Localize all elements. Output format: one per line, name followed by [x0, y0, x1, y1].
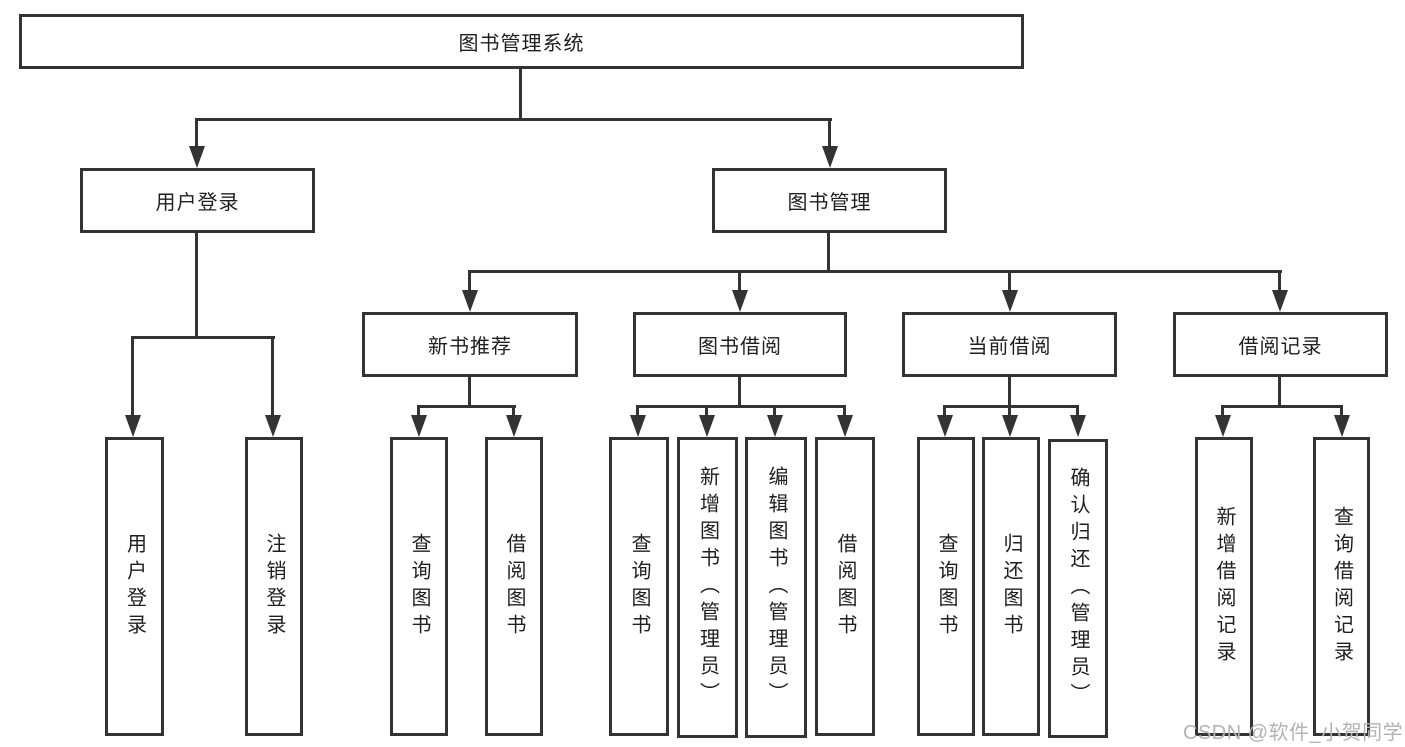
node-root-label: 图书管理系统	[458, 33, 585, 55]
node-new-book-recommend: 新书推荐	[362, 312, 578, 377]
arrow-down-icon	[462, 290, 478, 312]
leaf-query-borrow-record-label: 查询借阅记录	[1330, 505, 1353, 668]
connector-drop-leaf	[1221, 405, 1224, 419]
connector-drop-leaf	[131, 336, 134, 420]
leaf-edit-books-admin: 编辑图书（管理员）	[745, 437, 807, 738]
node-borrow-records-label: 借阅记录	[1238, 336, 1323, 358]
leaf-borrow-books-recommend: 借阅图书	[485, 437, 543, 736]
csdn-watermark: CSDN @软件_小贺同学	[1183, 722, 1404, 744]
connector-section-stem	[1278, 377, 1281, 408]
leaf-return-books: 归还图书	[982, 437, 1040, 736]
leaf-borrow-books-recommend-label: 借阅图书	[503, 532, 525, 641]
connector-section4-hbar	[1221, 405, 1343, 408]
leaf-query-books-recommend-label: 查询图书	[408, 532, 430, 641]
node-borrow-records: 借阅记录	[1173, 312, 1388, 377]
arrow-down-icon	[767, 415, 783, 437]
leaf-borrow-books-label: 借阅图书	[834, 532, 856, 641]
connector-section3-hbar	[943, 405, 1079, 408]
connector-level3-hbar	[468, 270, 1282, 273]
arrow-down-icon	[1215, 415, 1231, 437]
connector-root-stem	[519, 69, 522, 120]
connector-drop-leaf	[417, 405, 420, 419]
connector-level2-hbar	[195, 118, 832, 121]
connector-drop-book-management	[828, 118, 831, 150]
connector-book-management-stem	[827, 233, 830, 272]
connector-user-login-stem	[195, 233, 198, 338]
leaf-query-books-current-label: 查询图书	[935, 532, 957, 641]
arrow-down-icon	[699, 415, 715, 437]
connector-drop-leaf	[705, 405, 708, 419]
arrow-down-icon	[630, 415, 646, 437]
leaf-add-borrow-record-label: 新增借阅记录	[1213, 505, 1235, 668]
arrow-down-icon	[189, 146, 205, 168]
arrow-down-icon	[1334, 415, 1350, 437]
connector-drop-leaf	[512, 405, 515, 419]
connector-drop-leaf	[843, 405, 846, 419]
leaf-logout-label: 注销登录	[263, 532, 285, 641]
node-book-management: 图书管理	[712, 168, 947, 233]
leaf-user-login-label: 用户登录	[123, 532, 146, 641]
connector-drop-section	[1278, 270, 1281, 294]
connector-drop-leaf	[773, 405, 776, 419]
arrow-down-icon	[1070, 415, 1086, 437]
node-root: 图书管理系统	[19, 14, 1024, 69]
connector-section-stem	[1008, 377, 1011, 408]
node-user-login: 用户登录	[80, 168, 315, 233]
connector-drop-section	[468, 270, 471, 294]
connector-drop-leaf	[1340, 405, 1343, 419]
node-user-login-label: 用户登录	[155, 192, 240, 214]
arrow-down-icon	[837, 415, 853, 437]
connector-drop-leaf	[271, 336, 274, 420]
leaf-add-books-admin: 新增图书（管理员）	[677, 437, 738, 738]
leaf-user-login: 用户登录	[105, 437, 164, 736]
leaf-edit-books-admin-label: 编辑图书（管理员）	[765, 466, 787, 709]
connector-drop-leaf	[636, 405, 639, 419]
connector-drop-user-login	[195, 118, 198, 150]
leaf-query-books-current: 查询图书	[917, 437, 975, 736]
leaf-add-borrow-record: 新增借阅记录	[1195, 437, 1253, 736]
arrow-down-icon	[411, 415, 427, 437]
connector-section-stem	[468, 377, 471, 408]
arrow-down-icon	[937, 415, 953, 437]
connector-drop-leaf	[1076, 405, 1079, 419]
node-current-borrow-label: 当前借阅	[967, 336, 1052, 358]
arrow-down-icon	[1272, 290, 1288, 312]
connector-drop-leaf	[943, 405, 946, 419]
leaf-query-books-borrow-label: 查询图书	[628, 532, 650, 641]
connector-section1-hbar	[417, 405, 516, 408]
arrow-down-icon	[732, 290, 748, 312]
node-current-borrow: 当前借阅	[902, 312, 1117, 377]
arrow-down-icon	[506, 415, 522, 437]
connector-user-login-hbar	[131, 336, 275, 339]
leaf-query-borrow-record: 查询借阅记录	[1313, 437, 1370, 736]
connector-drop-leaf	[1008, 405, 1011, 419]
leaf-borrow-books: 借阅图书	[815, 437, 875, 736]
connector-section2-hbar	[636, 405, 846, 408]
node-book-borrow-label: 图书借阅	[698, 336, 782, 358]
connector-section-stem	[738, 377, 741, 408]
arrow-down-icon	[125, 415, 141, 437]
arrow-down-icon	[822, 146, 838, 168]
node-book-borrow: 图书借阅	[633, 312, 847, 377]
leaf-confirm-return-admin: 确认归还（管理员）	[1048, 439, 1108, 738]
node-book-management-label: 图书管理	[787, 192, 872, 214]
arrow-down-icon	[1002, 290, 1018, 312]
node-new-book-recommend-label: 新书推荐	[428, 336, 512, 358]
leaf-return-books-label: 归还图书	[1000, 532, 1022, 641]
connector-drop-section	[738, 270, 741, 294]
leaf-logout: 注销登录	[245, 437, 303, 736]
leaf-add-books-admin-label: 新增图书（管理员）	[696, 466, 719, 709]
leaf-query-books-borrow: 查询图书	[609, 437, 669, 736]
arrow-down-icon	[1002, 415, 1018, 437]
leaf-query-books-recommend: 查询图书	[390, 437, 448, 736]
connector-drop-section	[1008, 270, 1011, 294]
leaf-confirm-return-admin-label: 确认归还（管理员）	[1067, 467, 1089, 710]
arrow-down-icon	[265, 415, 281, 437]
